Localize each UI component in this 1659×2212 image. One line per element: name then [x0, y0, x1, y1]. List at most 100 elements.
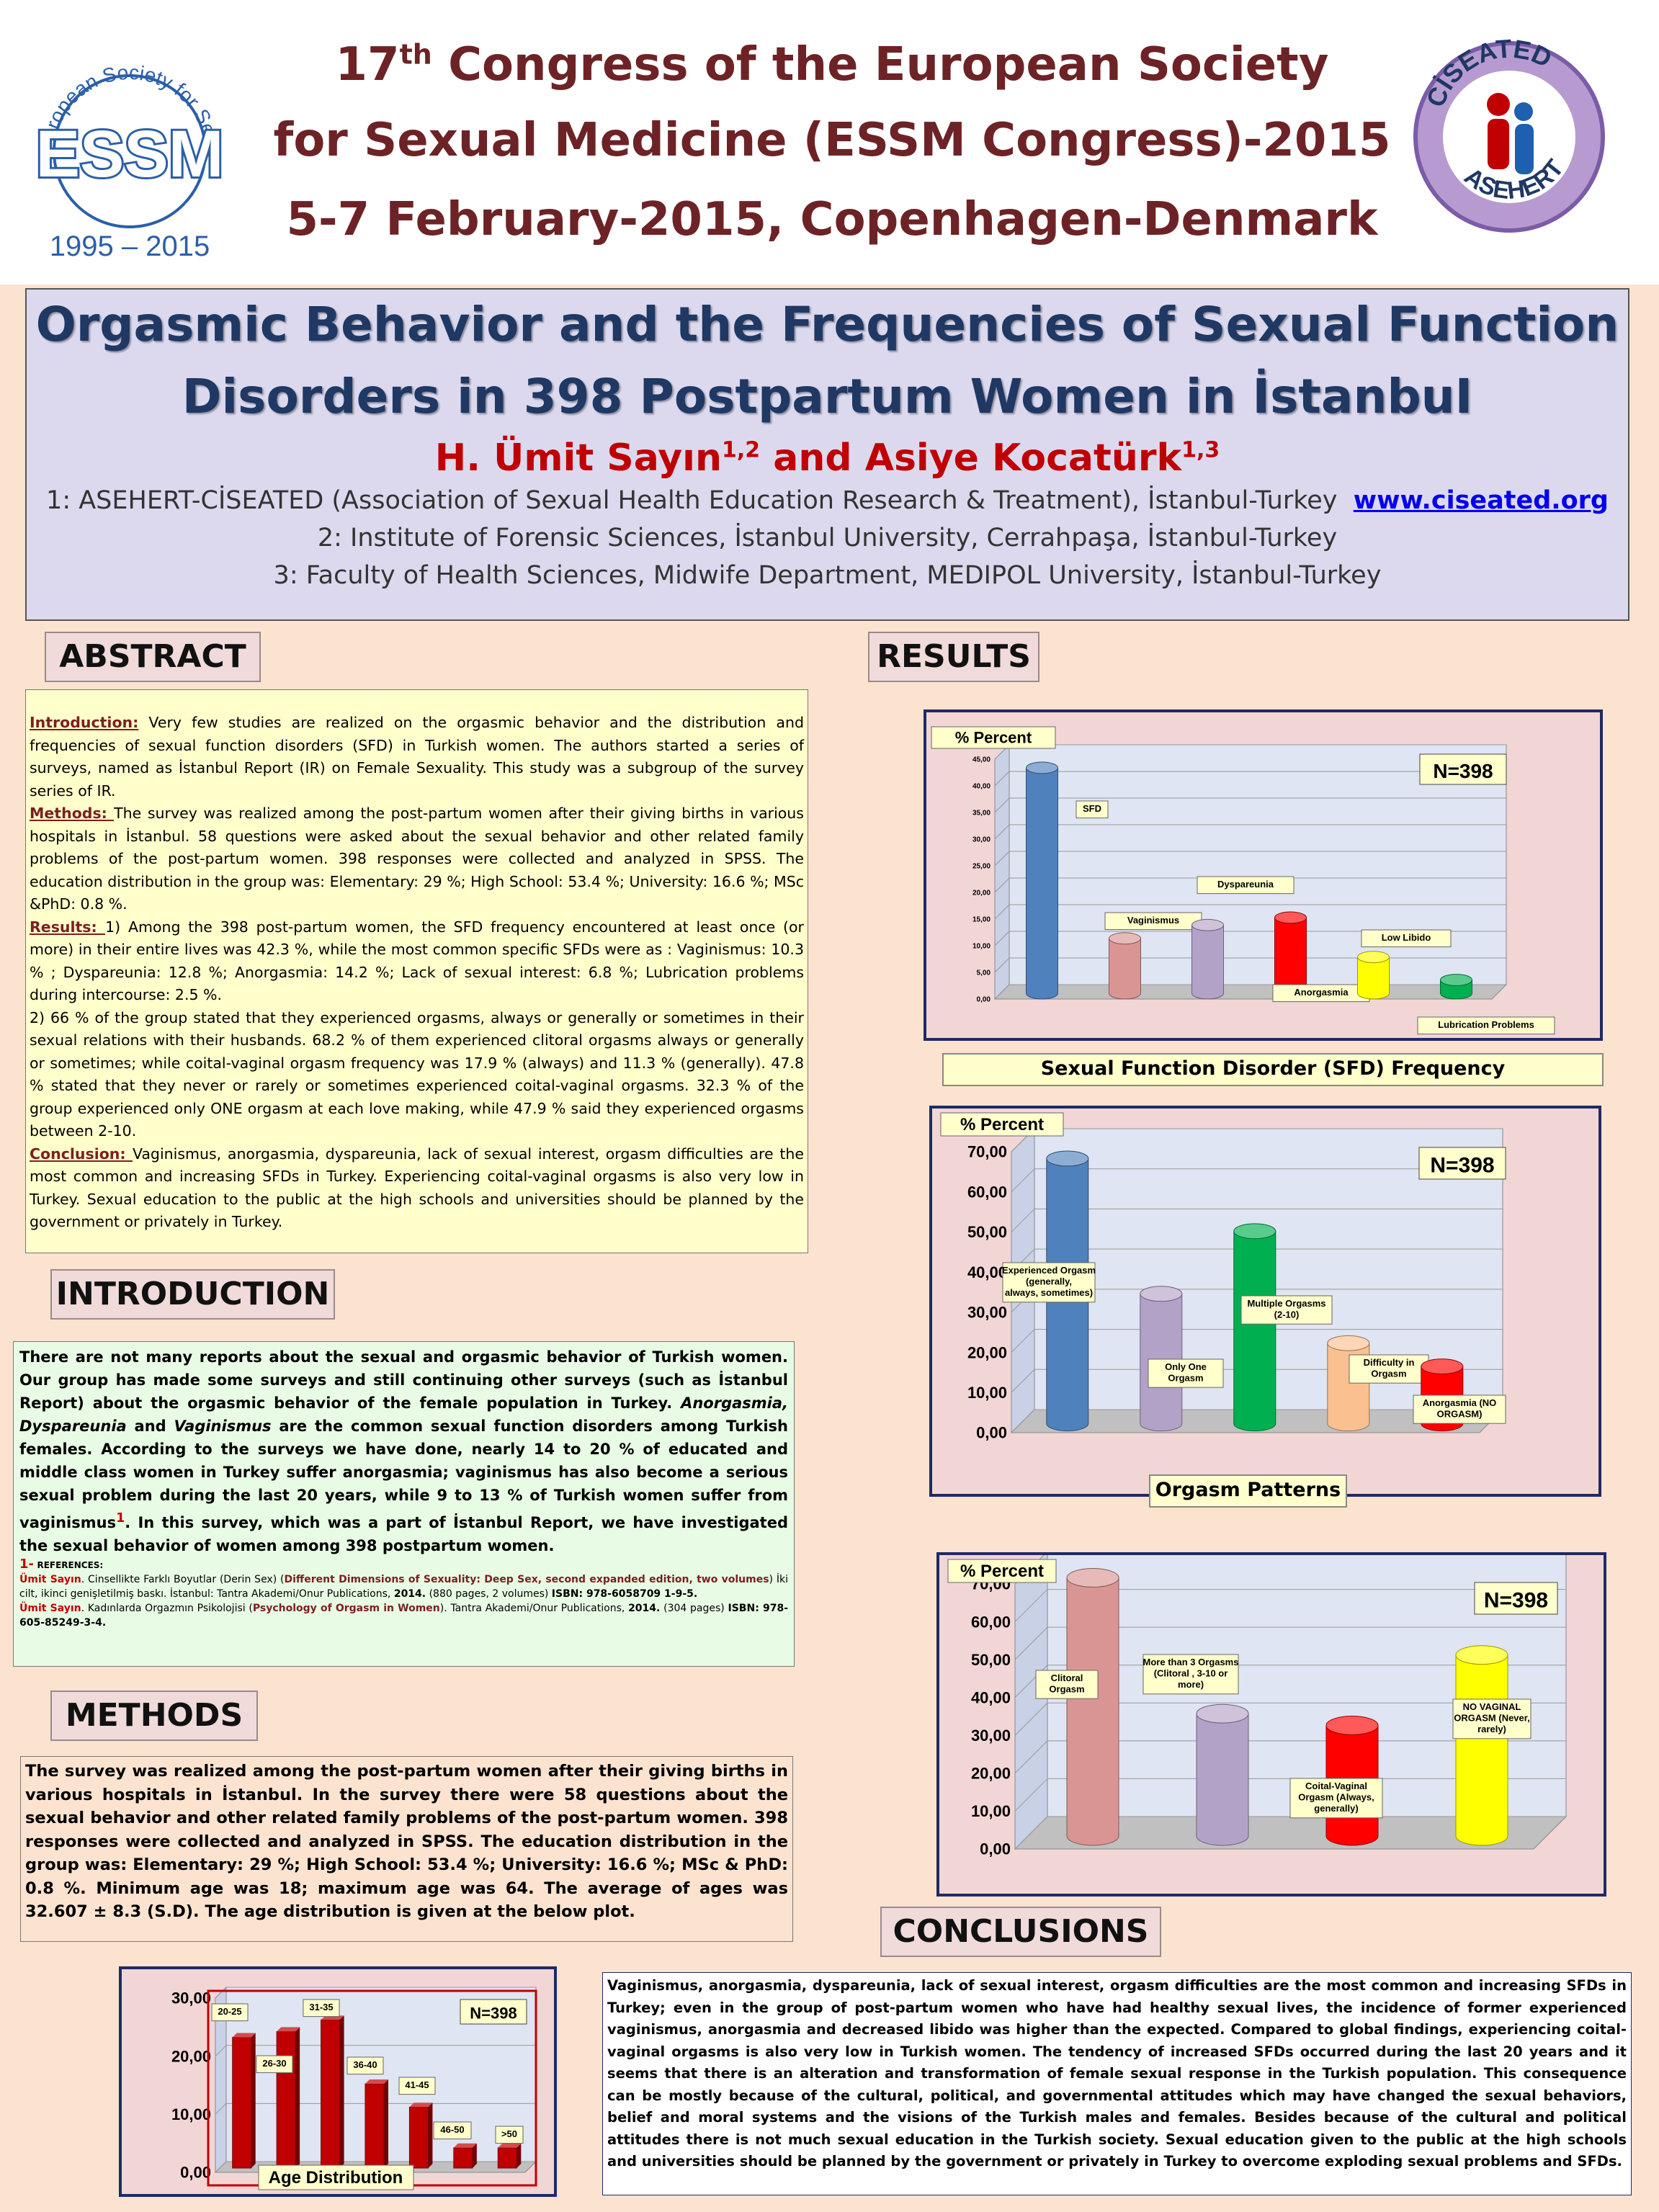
congress-line-2: for Sexual Medicine (ESSM Congress)-2015 — [273, 114, 1391, 167]
bar-top — [1440, 974, 1472, 986]
y-tick-label: 0,00 — [977, 996, 991, 1004]
bar-top — [1357, 951, 1390, 964]
category-label: SFD — [1083, 803, 1101, 814]
congress-line-3: 5-7 February-2015, Copenhagen-Denmark — [286, 193, 1378, 246]
category-label: Experienced Orgasm — [1002, 1265, 1096, 1276]
bar-top — [365, 2079, 388, 2085]
bar-side — [295, 2027, 300, 2168]
gridline — [994, 771, 1010, 787]
data-label-box — [433, 2121, 472, 2140]
chart-title: Age Distribution — [269, 2168, 403, 2188]
website-link[interactable]: www.ciseated.org — [1353, 486, 1609, 515]
ciseated-logo: CİSEATED ASEHERT — [1413, 34, 1605, 233]
bar-top — [1274, 911, 1307, 924]
category-label: Orgasm (Always, — [1298, 1792, 1374, 1803]
bar-top — [1066, 1568, 1119, 1588]
category-label: Lubrication Problems — [1438, 1019, 1534, 1030]
y-axis-label-box — [931, 726, 1056, 749]
category-label: Anorgasmia — [1294, 987, 1349, 998]
category-label: ORGASM (Never, — [1454, 1713, 1529, 1724]
conclusions-text: Vaginismus, anorgasmia, dyspareunia, lac… — [602, 1972, 1632, 2195]
gridline — [1014, 1740, 1048, 1774]
n-annotation: N=398 — [1433, 760, 1493, 782]
plot-side-wall — [1014, 1550, 1048, 1850]
gridline — [1014, 1816, 1048, 1850]
category-label: generally) — [1314, 1803, 1358, 1814]
category-label: Only One — [1165, 1361, 1207, 1372]
bar — [1066, 1568, 1119, 1846]
bar-body — [1233, 1230, 1276, 1432]
y-tick-label: 50,00 — [967, 1223, 1007, 1241]
chart-orgasm-types: 0,0010,0020,0030,0040,0050,0060,0070,00C… — [947, 1550, 1568, 1858]
category-label: (2-10) — [1274, 1309, 1300, 1320]
y-tick-label: 35,00 — [972, 810, 991, 818]
gridline — [994, 931, 1010, 946]
y-tick-label: 30,00 — [967, 1304, 1007, 1322]
bar-top — [498, 2143, 522, 2148]
y-tick-label: 20,00 — [972, 890, 991, 897]
y-tick-label: 30,00 — [972, 836, 991, 844]
gridline — [215, 2045, 227, 2057]
gridline — [994, 984, 1010, 1000]
category-label: 31-35 — [309, 2002, 333, 2012]
bar-body — [1109, 938, 1141, 1000]
n-annotation-box — [1474, 1582, 1558, 1615]
n-annotation-box — [1418, 1147, 1506, 1180]
category-label: Dyspareunia — [1217, 879, 1274, 890]
gridline — [1011, 1168, 1035, 1193]
n-annotation: N=398 — [470, 2005, 517, 2023]
gridline — [1014, 1778, 1048, 1812]
bar — [497, 2147, 517, 2169]
bar-side — [384, 2079, 388, 2168]
bar-top — [1233, 1223, 1276, 1240]
y-tick-label: 10,00 — [971, 1802, 1011, 1820]
category-label: Clitoral — [1051, 1673, 1083, 1683]
essm-logo: European Society for Sexual Medicine ESS… — [11, 29, 225, 262]
y-tick-label: 20,00 — [971, 1765, 1011, 1783]
poster-title-line-1: Orgasmic Behavior and the Frequencies of… — [35, 297, 1619, 352]
bar — [1191, 918, 1224, 1000]
conclusions-heading: CONCLUSIONS — [880, 1907, 1161, 1957]
y-axis-label-box — [947, 1559, 1057, 1583]
bar-top — [409, 2103, 433, 2108]
authors: H. Ümit Sayın1,2 and Asiye Kocatürk1,3 — [434, 436, 1220, 480]
essm-logo-ring — [53, 74, 207, 228]
gridline — [1011, 1369, 1035, 1393]
y-tick-label: 45,00 — [972, 756, 991, 764]
category-label: (generally, — [1026, 1276, 1072, 1287]
title-box: Orgasmic Behavior and the Frequencies of… — [25, 288, 1629, 621]
y-tick-label: 70,00 — [967, 1143, 1007, 1161]
bar — [453, 2147, 473, 2169]
y-tick-label: 60,00 — [971, 1613, 1011, 1631]
bar — [1026, 761, 1058, 1000]
gridline — [994, 904, 1010, 920]
n-annotation: N=398 — [1484, 1588, 1548, 1612]
data-label-box — [303, 1999, 340, 2018]
category-label: Low Libido — [1382, 932, 1431, 943]
data-label-box — [346, 2056, 384, 2075]
bar — [321, 2019, 341, 2169]
bar-body — [1196, 1713, 1249, 1846]
data-label-box — [1452, 1698, 1531, 1739]
bar-top — [1140, 1286, 1183, 1302]
y-axis-label: % Percent — [955, 729, 1032, 747]
poster-title-line-2: Disorders in 398 Postpartum Women in İst… — [182, 369, 1473, 424]
y-tick-label: 5,00 — [977, 970, 991, 977]
methods-heading: METHODS — [50, 1691, 258, 1741]
category-label: Orgasm — [1049, 1684, 1084, 1695]
bar-top — [453, 2143, 477, 2148]
chart-age-distribution: 0,0010,0020,0030,0020-2526-3031-3536-404… — [171, 1986, 537, 2190]
category-label: Multiple Orgasms — [1247, 1298, 1325, 1309]
chart-orgasm-patterns-title: Orgasm Patterns — [1149, 1474, 1347, 1508]
bar — [1109, 932, 1141, 1000]
y-tick-label: 15,00 — [972, 916, 991, 924]
data-label-box — [1361, 929, 1452, 948]
affiliation-2: 2: Institute of Forensic Sciences, İstan… — [317, 524, 1338, 552]
plot-side-wall — [994, 743, 1010, 1000]
bar-top — [1109, 932, 1141, 945]
essm-logo-years: 1995 – 2015 — [50, 230, 210, 262]
y-axis-label: % Percent — [960, 1115, 1044, 1134]
gridline — [1011, 1209, 1035, 1232]
